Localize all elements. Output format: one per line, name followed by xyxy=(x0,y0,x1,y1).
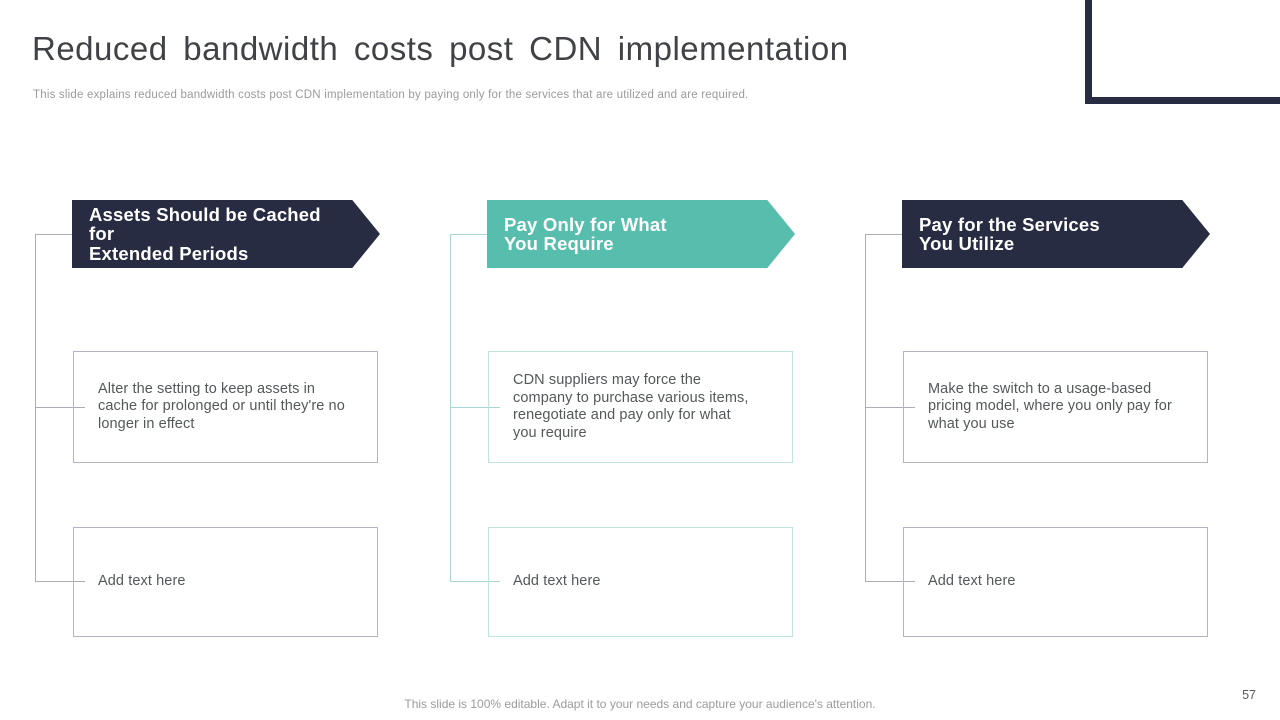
arrow-banner-label: Assets Should be Cached for Extended Per… xyxy=(89,203,321,264)
connector-line xyxy=(35,407,85,408)
slide-subtitle: This slide explains reduced bandwidth co… xyxy=(33,89,749,101)
connector-line xyxy=(35,234,72,235)
arrow-banner: Assets Should be Cached for Extended Per… xyxy=(72,200,380,268)
placeholder-box[interactable]: Add text here xyxy=(488,527,793,637)
connector-line xyxy=(450,407,500,408)
connector-line xyxy=(865,581,915,582)
placeholder-text: Add text here xyxy=(928,573,1016,590)
slide-footer-note: This slide is 100% editable. Adapt it to… xyxy=(404,697,876,711)
connector-line xyxy=(450,234,487,235)
arrow-banner: Pay for the Services You Utilize xyxy=(902,200,1210,268)
column-pay-services-utilized: Pay for the Services You Utilize Make th… xyxy=(865,200,1217,645)
column-cached-assets: Assets Should be Cached for Extended Per… xyxy=(35,200,387,645)
description-text: CDN suppliers may force the company to p… xyxy=(513,372,749,441)
page-number: 57 xyxy=(1242,688,1256,702)
placeholder-text: Add text here xyxy=(98,573,186,590)
connector-line xyxy=(450,581,500,582)
corner-frame-decoration xyxy=(1085,0,1280,104)
description-box: Make the switch to a usage-based pricing… xyxy=(903,351,1208,463)
description-text: Alter the setting to keep assets in cach… xyxy=(98,380,345,432)
placeholder-box[interactable]: Add text here xyxy=(903,527,1208,637)
placeholder-text: Add text here xyxy=(513,573,601,590)
slide-title: Reduced bandwidth costs post CDN impleme… xyxy=(32,30,849,67)
arrow-banner: Pay Only for What You Require xyxy=(487,200,795,268)
connector-line xyxy=(35,581,85,582)
connector-line xyxy=(865,234,902,235)
arrow-banner-label: Pay for the Services You Utilize xyxy=(919,213,1100,254)
placeholder-box[interactable]: Add text here xyxy=(73,527,378,637)
column-pay-only-required: Pay Only for What You Require CDN suppli… xyxy=(450,200,802,645)
description-text: Make the switch to a usage-based pricing… xyxy=(928,380,1172,432)
connector-line xyxy=(865,407,915,408)
description-box: Alter the setting to keep assets in cach… xyxy=(73,351,378,463)
arrow-banner-label: Pay Only for What You Require xyxy=(504,213,667,254)
description-box: CDN suppliers may force the company to p… xyxy=(488,351,793,463)
